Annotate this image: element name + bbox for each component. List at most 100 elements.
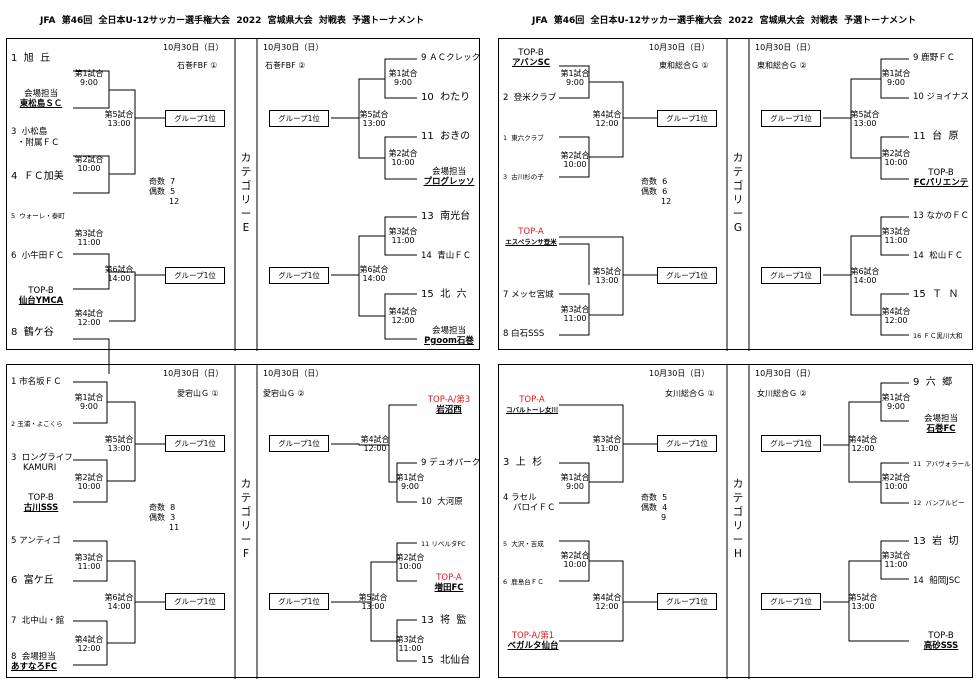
- match-time: 10:00: [77, 482, 101, 491]
- category-label: カテゴリーE: [240, 152, 252, 234]
- match-label: 第4試合: [592, 593, 622, 602]
- match-time: 12:00: [391, 316, 415, 325]
- match-label: 第4試合: [848, 435, 878, 444]
- match-time: 10:00: [77, 164, 101, 173]
- group-first-box: グループ1位: [657, 110, 717, 127]
- match-label: 第5試合: [592, 267, 622, 276]
- group-first-box: グループ1位: [269, 593, 329, 610]
- team-top-a-1-label: TOP-A/第1: [511, 631, 555, 641]
- group-first-box: グループ1位: [269, 435, 329, 452]
- match-label: 第1試合: [395, 473, 425, 482]
- match-label: 第1試合: [560, 473, 590, 482]
- match-time: 13:00: [851, 602, 875, 611]
- match-label: 第4試合: [74, 309, 104, 318]
- match-label: 第6試合: [850, 267, 880, 276]
- match-time: 10:00: [398, 562, 422, 571]
- match-time: 10:00: [884, 482, 908, 491]
- team-2-tome-club: 2 登米クラブ: [503, 93, 557, 103]
- team-ishinomaki-fc: 石巻FC: [926, 424, 956, 434]
- match-label: 第2試合: [881, 149, 911, 158]
- group-first-box: グループ1位: [269, 110, 329, 127]
- team-top-b-label: TOP-B: [928, 631, 954, 641]
- team-top-a-3-label: TOP-A/第3: [427, 395, 471, 405]
- match-time: 9:00: [80, 402, 98, 411]
- team-1-higashiroku: 1 東六クラブ: [503, 134, 544, 142]
- match-time: 12:00: [595, 119, 619, 128]
- match-time: 12:00: [851, 444, 875, 453]
- team-14-matsuyama-fc: 14 松山ＦＣ: [913, 251, 964, 261]
- group-first-box: グループ1位: [657, 593, 717, 610]
- team-furukawa-sss: 古川SSS: [23, 503, 59, 513]
- team-esperanza-tome: エスペランサ登米: [505, 238, 557, 246]
- total-count: 9: [661, 513, 667, 522]
- match-time: 11:00: [595, 444, 619, 453]
- match-time: 9:00: [887, 78, 905, 87]
- match-time: 11:00: [398, 644, 422, 653]
- match-label: 第3試合: [74, 229, 104, 238]
- bracket-category-g: TOP-B アバンSC 2 登米クラブ 1 東六クラブ 3 古川杉の子 TOP-…: [498, 38, 973, 351]
- venue-right: 石巻FBF ②: [265, 61, 306, 70]
- match-label: 第3試合: [560, 305, 590, 314]
- team-16-venue-label: 会場担当: [431, 326, 466, 336]
- team-6-tomigaoka: 6 富ケ丘: [11, 575, 54, 586]
- team-1-abansc: アバンSC: [512, 58, 550, 68]
- team-vegalta-sendai: ベガルタ仙台: [507, 641, 559, 651]
- date-right: 10月30日（日）: [263, 43, 324, 52]
- team-14-aoyama: 14 青山ＦＣ: [421, 251, 472, 261]
- match-time: 9:00: [887, 402, 905, 411]
- team-10-watari: 10 わたり: [421, 92, 471, 103]
- team-12-venue-label: 会場担当: [431, 167, 466, 177]
- team-venue-label: 会場担当: [923, 414, 958, 424]
- match-label: 第4試合: [592, 110, 622, 119]
- team-7-kitanakayama: 7 北中山・館: [11, 616, 65, 626]
- date-right: 10月30日（日）: [755, 43, 816, 52]
- match-time: 12:00: [595, 602, 619, 611]
- team-top-b-label: TOP-B: [28, 493, 54, 503]
- group-first-box: グループ1位: [761, 435, 821, 452]
- match-label: 第6試合: [104, 593, 134, 602]
- match-time: 10:00: [884, 158, 908, 167]
- match-label: 第3試合: [881, 227, 911, 236]
- team-11-daihara: 11 台 原: [913, 131, 959, 142]
- group-first-box: グループ1位: [657, 267, 717, 284]
- bracket-category-h: TOP-A コバルトーレ女川 3 上 杉 4 ラセル パロイＦＣ 5 大沢・吉成…: [498, 364, 973, 679]
- match-time: 12:00: [363, 444, 387, 453]
- match-label: 第5試合: [359, 110, 389, 119]
- match-label: 第1試合: [388, 69, 418, 78]
- match-label: 第2試合: [560, 151, 590, 160]
- date-left: 10月30日（日）: [163, 369, 224, 378]
- match-label: 第3試合: [74, 553, 104, 562]
- team-16-pgoom-ishinomaki: Pgoom石巻: [424, 336, 474, 346]
- team-15-kitaroku: 15 北 六: [421, 289, 467, 300]
- team-6-kogota: 6 小牛田ＦＣ: [11, 251, 65, 261]
- team-12-bumblebee: 12 バンブルビー: [913, 499, 965, 507]
- match-label: 第2試合: [395, 553, 425, 562]
- team-10-joinus: 10 ジョイナス: [913, 92, 969, 102]
- team-top-a-label: TOP-A: [436, 573, 462, 583]
- match-time: 13:00: [107, 119, 131, 128]
- team-cobaltore-onagawa: コバルトーレ女川: [506, 406, 558, 414]
- category-label: カテゴリーG: [732, 152, 744, 234]
- match-time: 13:00: [595, 276, 619, 285]
- group-first-box: グループ1位: [165, 593, 225, 610]
- match-time: 10:00: [391, 158, 415, 167]
- match-time: 12:00: [884, 316, 908, 325]
- team-4-rasel: 4 ラセル: [503, 493, 537, 503]
- match-label: 第3試合: [881, 551, 911, 560]
- team-10-ogawara: 10 大河原: [421, 497, 463, 507]
- match-time: 11:00: [77, 562, 101, 571]
- match-label: 第1試合: [74, 393, 104, 402]
- team-top-b-label: TOP-B: [518, 48, 544, 58]
- match-label: 第2試合: [881, 473, 911, 482]
- total-count: 11: [169, 523, 180, 532]
- even-count: 偶数 3: [149, 513, 176, 522]
- venue-left: 女川総合Ｇ ①: [665, 389, 715, 398]
- group-first-box: グループ1位: [761, 593, 821, 610]
- match-time: 11:00: [884, 236, 908, 245]
- team-7-sendai-ymca: 仙台YMCA: [18, 296, 64, 306]
- odd-count: 奇数 5: [641, 493, 668, 502]
- odd-count: 奇数 7: [149, 177, 176, 186]
- team-7-top-b-label: TOP-B: [28, 286, 54, 296]
- date-right: 10月30日（日）: [755, 369, 816, 378]
- date-left: 10月30日（日）: [649, 369, 710, 378]
